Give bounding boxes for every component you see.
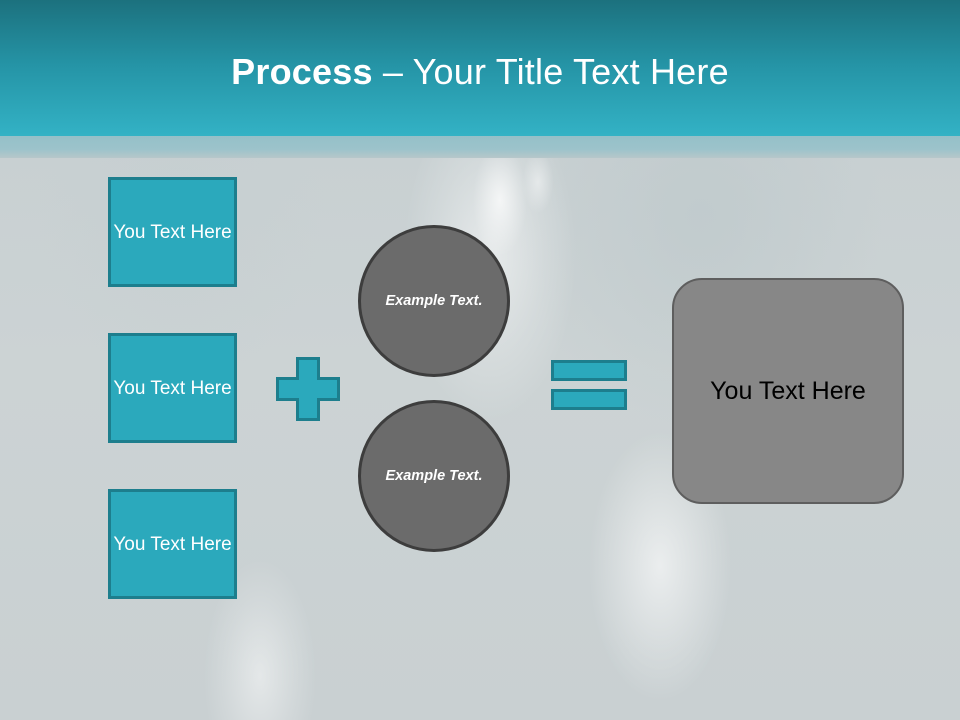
plus-operator-icon — [276, 357, 340, 421]
page-title-strong: Process — [231, 51, 373, 92]
input-box-2-label: You Text Here — [113, 377, 232, 399]
process-circle-2-label: Example Text. — [385, 467, 483, 484]
result-box[interactable]: You Text Here — [672, 278, 904, 504]
process-circle-1[interactable]: Example Text. — [358, 225, 510, 377]
result-box-label: You Text Here — [710, 377, 866, 405]
slide-header-accent-band — [0, 136, 960, 158]
equals-top-bar — [551, 360, 627, 381]
input-box-3-label: You Text Here — [113, 533, 232, 555]
process-circle-2[interactable]: Example Text. — [358, 400, 510, 552]
process-circle-1-label: Example Text. — [385, 292, 483, 309]
plus-vertical-fill — [299, 360, 317, 418]
slide-header-banner — [0, 0, 960, 136]
input-box-3[interactable]: You Text Here — [108, 489, 237, 599]
page-title: Process – Your Title Text Here — [0, 50, 960, 94]
equals-bottom-bar — [551, 389, 627, 410]
equals-operator-icon — [551, 360, 627, 410]
input-box-2[interactable]: You Text Here — [108, 333, 237, 443]
page-title-rest: – Your Title Text Here — [372, 51, 729, 92]
input-box-1[interactable]: You Text Here — [108, 177, 237, 287]
input-box-1-label: You Text Here — [113, 221, 232, 243]
